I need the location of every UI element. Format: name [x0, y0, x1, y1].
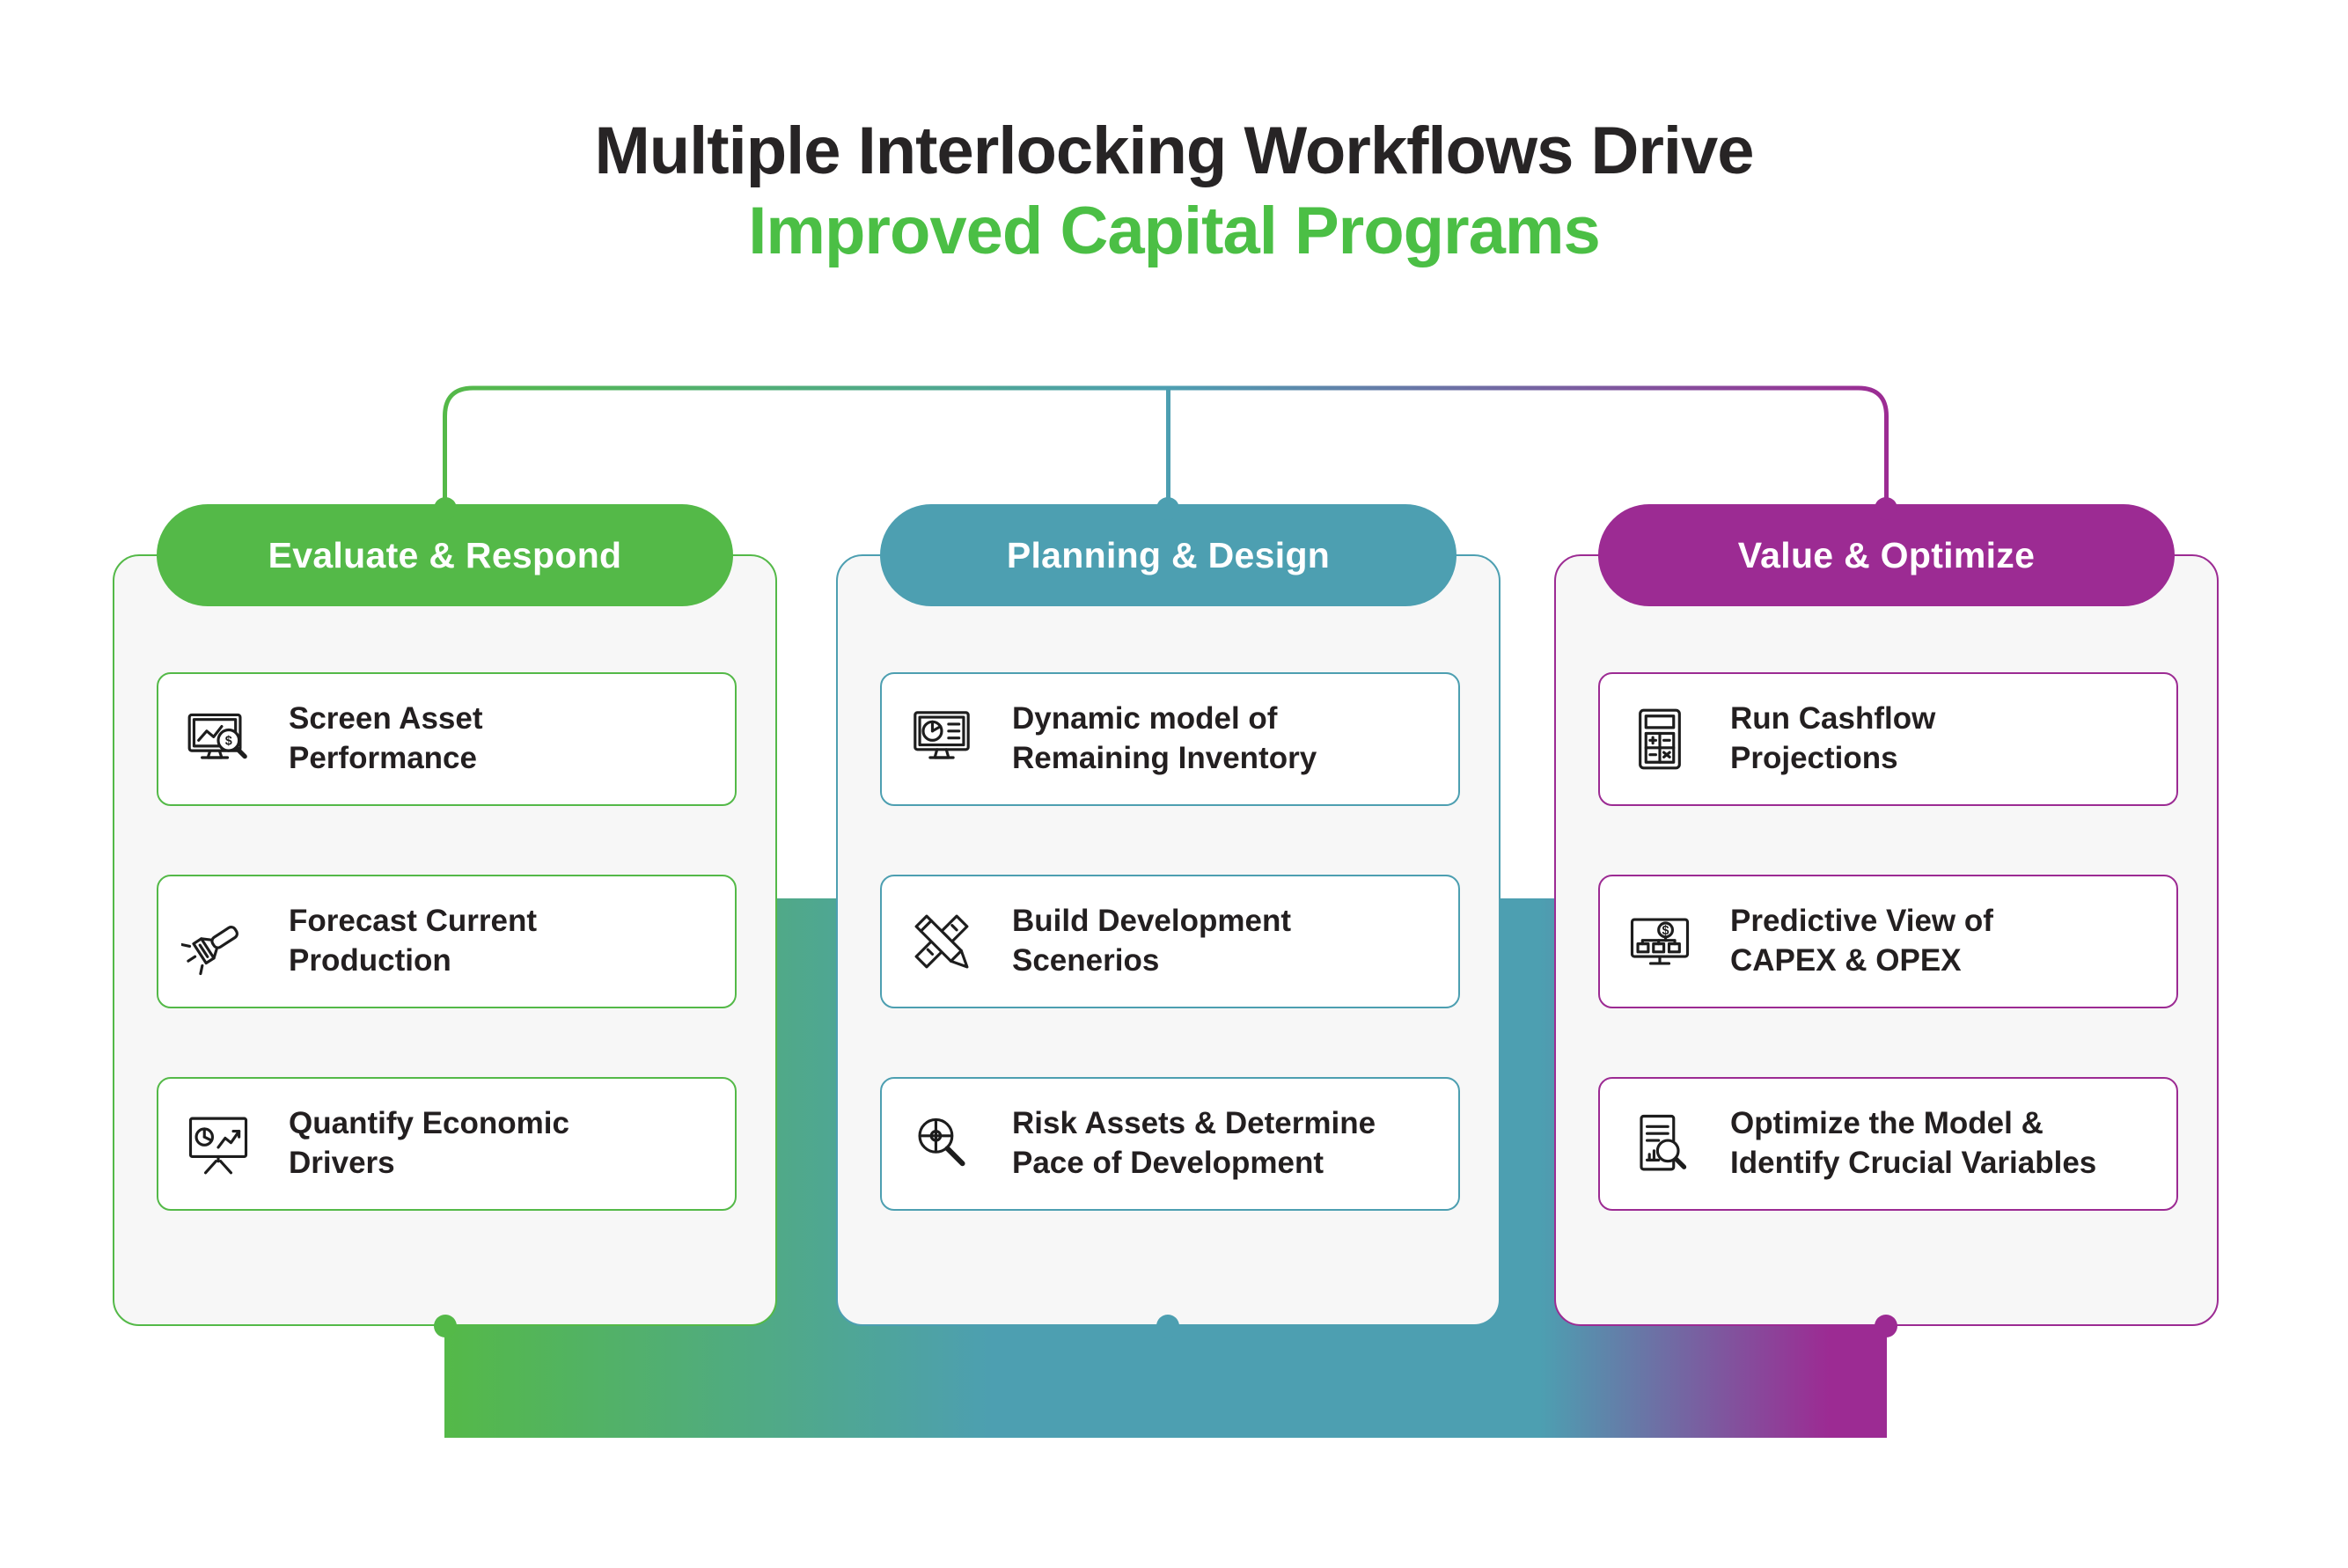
item-label: Dynamic model of Remaining Inventory	[1012, 701, 1317, 775]
item-label: Optimize the Model & Identify Crucial Va…	[1730, 1106, 2097, 1180]
workflow-item: $ Screen Asset Performance	[157, 672, 737, 806]
title-line-2: Improved Capital Programs	[748, 194, 1601, 269]
page-title: Multiple Interlocking Workflows Drive Im…	[0, 111, 2348, 271]
flashlight-icon	[180, 905, 255, 978]
workflow-item: Optimize the Model & Identify Crucial Va…	[1598, 1077, 2178, 1211]
monitor-pie-chart-icon	[905, 702, 979, 776]
connector-dot-bottom-right	[1875, 1315, 1897, 1337]
connector-dot-top-left	[434, 497, 457, 520]
item-label: Run Cashflow Projections	[1730, 701, 1936, 775]
column-header-value-optimize: Value & Optimize	[1598, 504, 2175, 606]
workflow-item: Risk Assets & Determine Pace of Developm…	[880, 1077, 1460, 1211]
workflow-item: Forecast Current Production	[157, 875, 737, 1008]
svg-text:$: $	[225, 735, 232, 749]
workflow-item: Run Cashflow Projections	[1598, 672, 2178, 806]
document-magnifier-icon	[1623, 1107, 1697, 1181]
item-label: Screen Asset Performance	[289, 701, 483, 775]
workflow-item: $ Predictive View of CAPEX & OPEX	[1598, 875, 2178, 1008]
svg-text:$: $	[1662, 924, 1669, 938]
column-header-planning-design: Planning & Design	[880, 504, 1456, 606]
monitor-flowchart-icon: $	[1623, 905, 1697, 978]
presentation-charts-icon	[181, 1107, 255, 1181]
workflow-card: Run Cashflow Projections $	[1554, 554, 2219, 1326]
column-value-optimize: Run Cashflow Projections $	[1554, 504, 2219, 1326]
calculator-icon	[1623, 702, 1697, 776]
title-line-1: Multiple Interlocking Workflows Drive	[594, 114, 1754, 188]
connector-dot-top-right	[1875, 497, 1897, 520]
screen-chart-magnifier-icon: $	[181, 702, 255, 776]
item-label: Forecast Current Production	[289, 904, 538, 978]
pencil-ruler-icon	[905, 905, 979, 978]
workflow-card: Dynamic model of Remaining Inventory	[836, 554, 1501, 1326]
workflow-item: Dynamic model of Remaining Inventory	[880, 672, 1460, 806]
item-label: Build Development Scenerios	[1012, 904, 1291, 978]
connector-dot-bottom-middle	[1156, 1315, 1179, 1337]
workflow-card: $ Screen Asset Performance	[113, 554, 777, 1326]
column-header-evaluate-respond: Evaluate & Respond	[157, 504, 733, 606]
column-planning-design: Dynamic model of Remaining Inventory	[836, 504, 1501, 1326]
connector-dot-bottom-left	[434, 1315, 457, 1337]
workflow-item: Quantify Economic Drivers	[157, 1077, 737, 1211]
workflow-item: Build Development Scenerios	[880, 875, 1460, 1008]
item-label: Quantify Economic Drivers	[289, 1106, 569, 1180]
connector-dot-top-middle	[1156, 497, 1179, 520]
column-evaluate-respond: $ Screen Asset Performance	[113, 504, 777, 1326]
magnifier-target-icon	[905, 1107, 979, 1181]
item-label: Predictive View of CAPEX & OPEX	[1730, 904, 1993, 978]
item-label: Risk Assets & Determine Pace of Developm…	[1012, 1106, 1376, 1180]
